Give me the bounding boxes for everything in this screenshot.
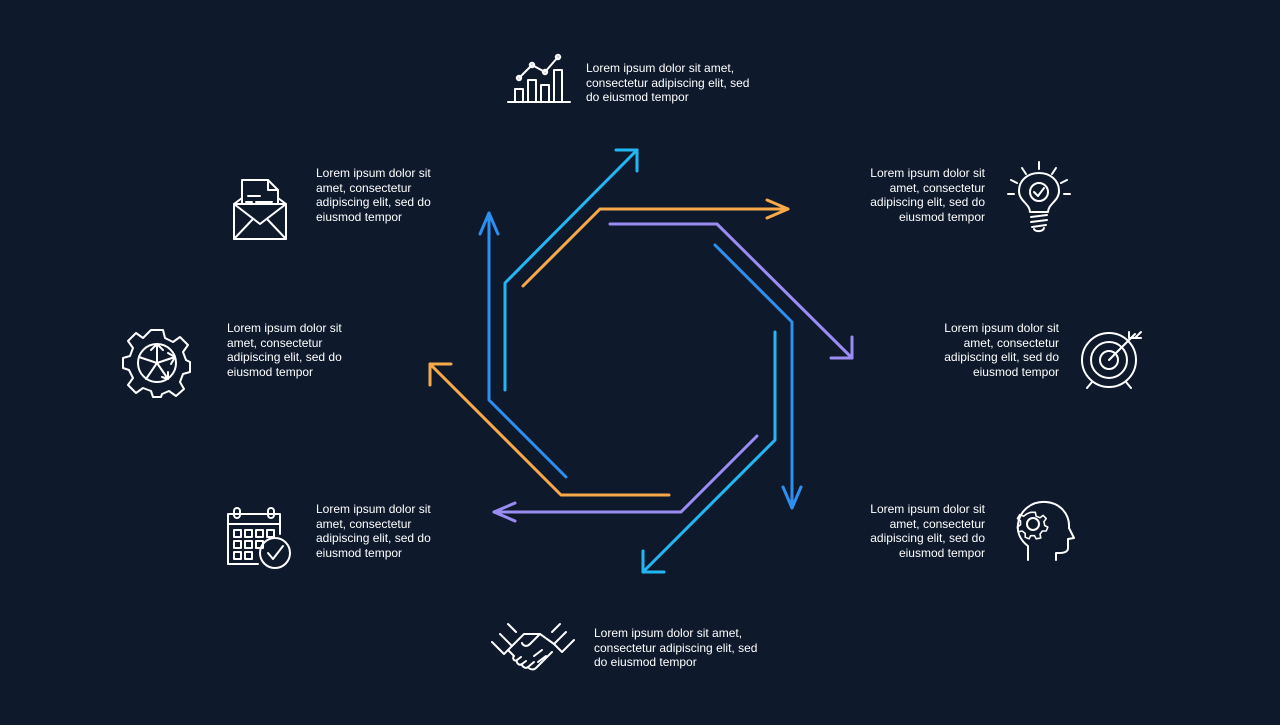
item-text-growth: Lorem ipsum dolor sit amet, consectetur …: [586, 61, 750, 105]
arrowhead-cyan-up: [614, 148, 639, 173]
arrowhead-blue-up: [478, 211, 500, 236]
item-text-schedule: Lorem ipsum dolor sit amet, consectetur …: [316, 502, 431, 560]
calendar-check-icon: [224, 506, 294, 572]
head-gear-icon: [1010, 500, 1076, 562]
arrow-segment-purple-bottom: [492, 434, 759, 514]
lightbulb-check-icon: [1006, 160, 1072, 234]
arrow-segment-blue-right: [713, 243, 794, 510]
arrow-segment-purple-right: [608, 222, 854, 360]
item-text-idea: Lorem ipsum dolor sit amet, consectetur …: [870, 166, 985, 224]
arrowhead-blue-down: [781, 485, 803, 510]
arrowhead-purple-left: [492, 501, 517, 523]
arrow-segment-cyan-left: [503, 148, 639, 392]
arrowhead-orange-left: [428, 362, 453, 387]
item-text-settings: Lorem ipsum dolor sit amet, consectetur …: [227, 321, 342, 379]
handshake-icon: [490, 620, 576, 672]
arrowhead-purple-right: [829, 335, 854, 360]
item-text-target: Lorem ipsum dolor sit amet, consectetur …: [944, 321, 1059, 379]
arrow-segment-blue-left: [487, 211, 568, 479]
gear-icon: [122, 328, 192, 398]
item-text-mind: Lorem ipsum dolor sit amet, consectetur …: [870, 502, 985, 560]
target-arrow-icon: [1080, 328, 1144, 390]
arrow-segment-cyan-right: [641, 330, 777, 574]
bar-chart-growth-icon: [506, 52, 572, 104]
item-text-mail: Lorem ipsum dolor sit amet, consectetur …: [316, 166, 431, 224]
arrowhead-cyan-down: [641, 549, 666, 574]
arrowhead-orange-right: [765, 198, 790, 220]
item-text-deal: Lorem ipsum dolor sit amet, consectetur …: [594, 626, 758, 670]
envelope-letter-icon: [230, 176, 290, 242]
arrow-segment-orange-top: [521, 207, 790, 288]
arrow-segment-orange-bottom: [428, 362, 671, 497]
